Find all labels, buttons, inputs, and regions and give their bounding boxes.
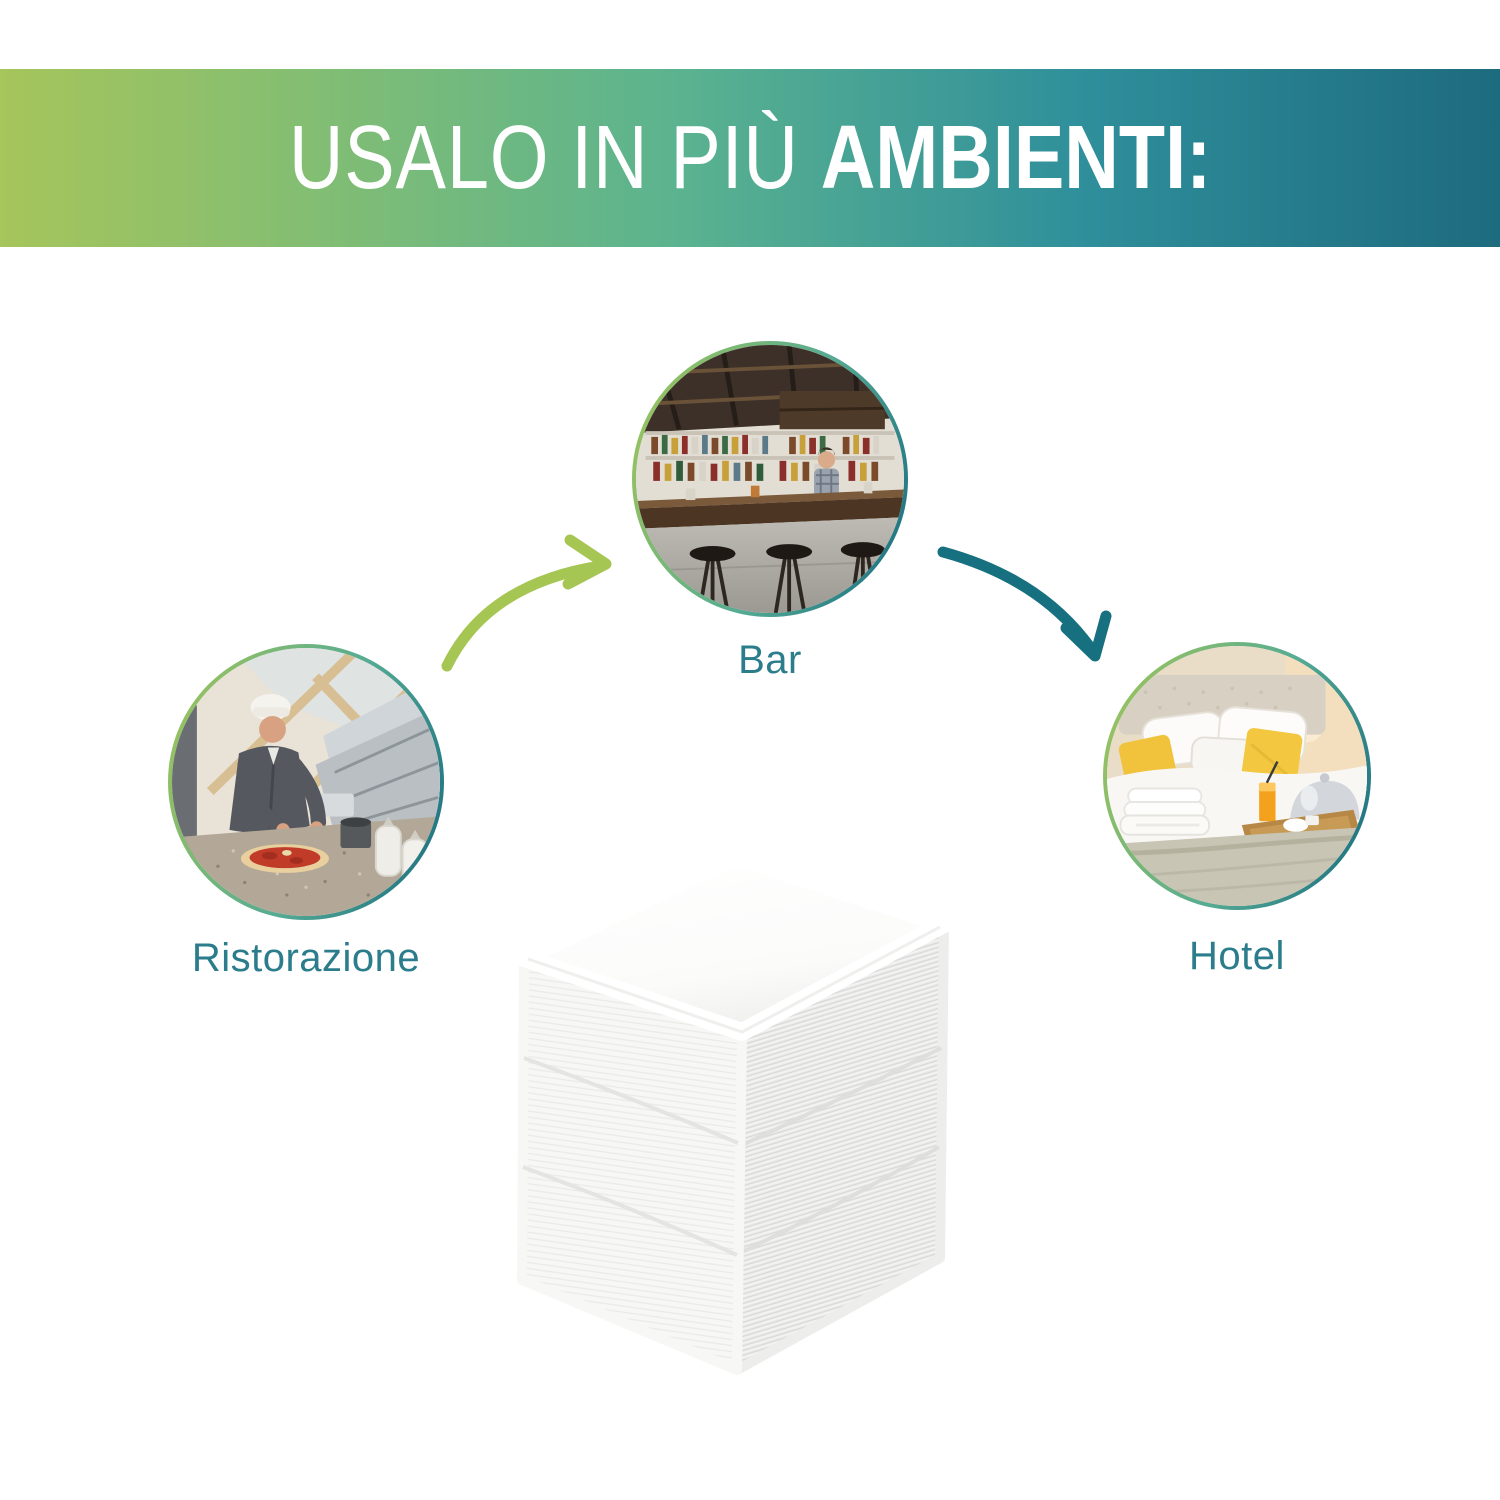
ristorazione-photo-illustration (172, 648, 440, 916)
banner: USALO IN PIÙ AMBIENTI: (0, 69, 1500, 247)
ristorazione-photo-ring (168, 644, 444, 920)
title-space (799, 108, 821, 208)
hotel-photo-ring (1103, 642, 1371, 910)
napkin-stack-illustration (515, 847, 953, 1375)
bartender-figure (814, 447, 839, 498)
pillows (1118, 706, 1308, 795)
hotel-photo (1107, 646, 1367, 906)
towels (1119, 787, 1211, 836)
bar-photo (636, 345, 904, 613)
page-title: USALO IN PIÙ AMBIENTI: (289, 113, 1211, 203)
environment-ristorazione: Ristorazione (168, 644, 444, 981)
pizza (240, 844, 329, 873)
page-title-bold: AMBIENTI: (820, 108, 1212, 208)
bar-label: Bar (738, 638, 802, 682)
curved-arrow-teal-icon (937, 546, 1112, 662)
hotel-label: Hotel (1189, 934, 1285, 978)
hotel-photo-illustration (1107, 646, 1367, 906)
product-napkin-stack (500, 845, 960, 1385)
ristorazione-label: Ristorazione (191, 936, 421, 980)
bar-photo-ring (632, 341, 908, 617)
chef-figure (229, 693, 327, 837)
bar-photo-illustration (636, 345, 904, 613)
page-title-light: USALO IN PIÙ (288, 108, 799, 208)
ristorazione-photo (172, 648, 440, 916)
environment-hotel: Hotel (1103, 642, 1371, 979)
curved-arrow-green-icon (441, 534, 612, 672)
environment-bar: Bar (632, 341, 908, 683)
